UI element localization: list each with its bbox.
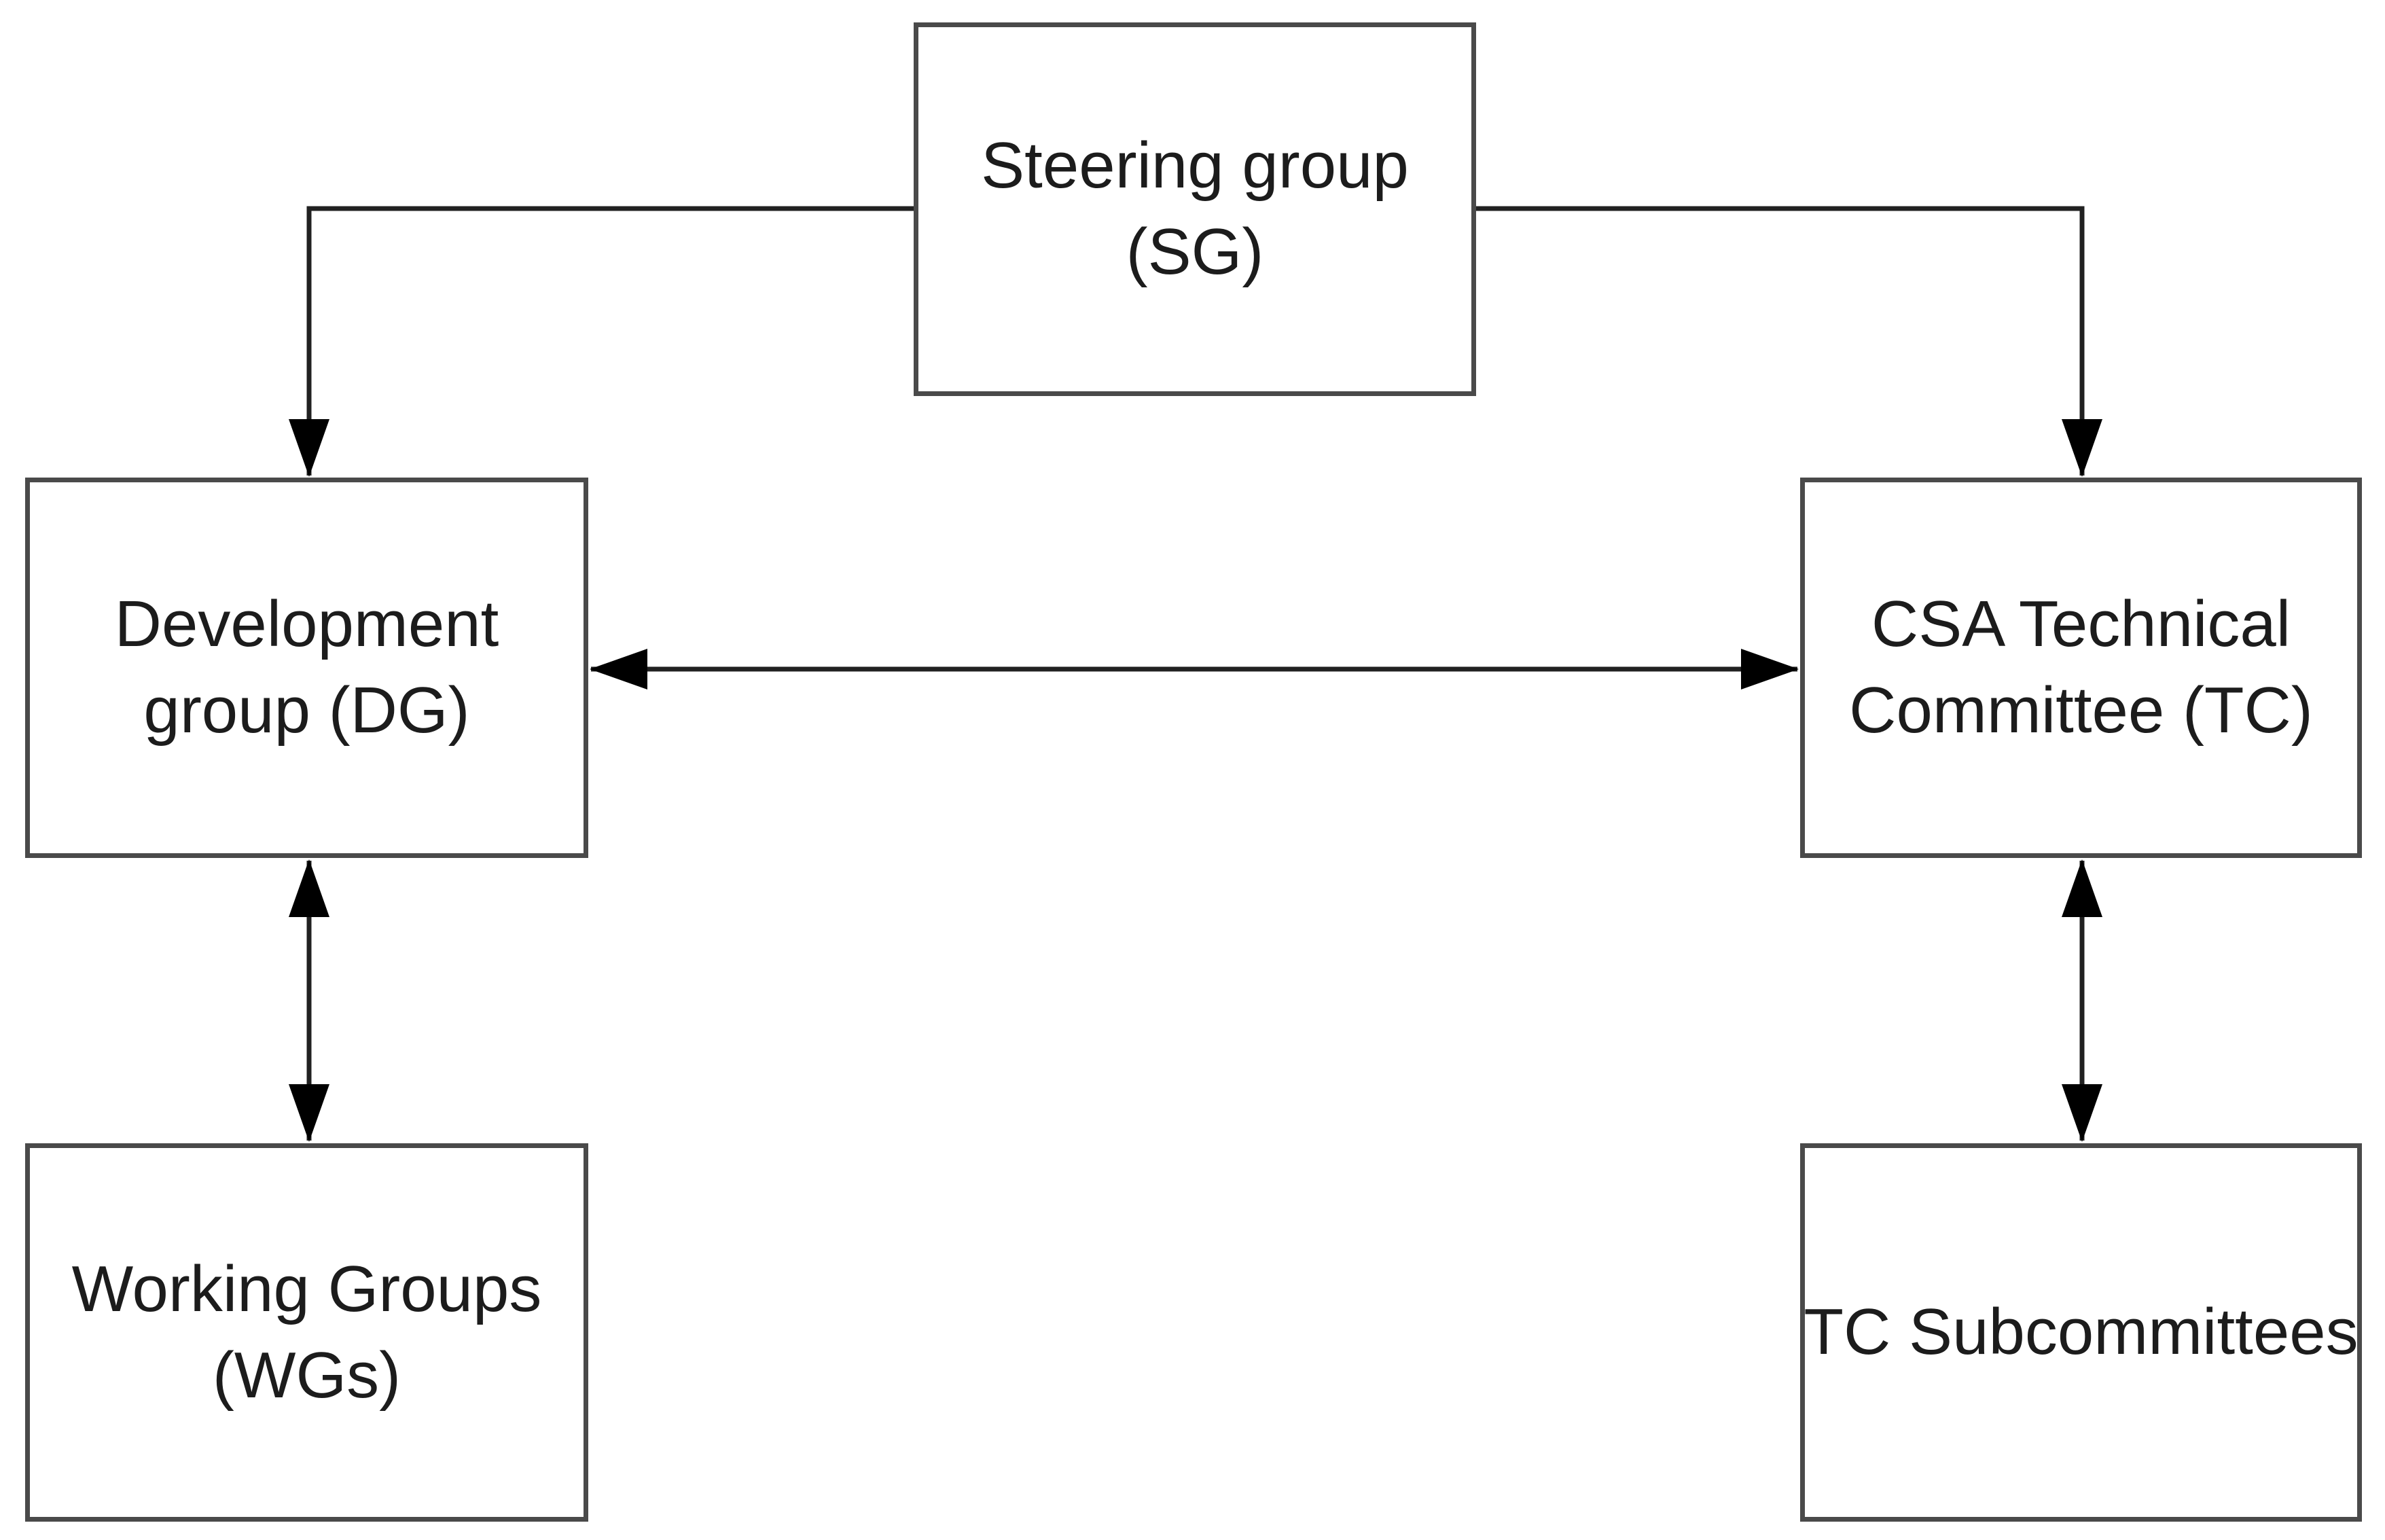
node-steering-group: Steering group (SG) — [914, 22, 1476, 396]
node-development-group-label-line2: group (DG) — [143, 674, 470, 747]
edge-sg-to-tc — [1476, 206, 2102, 477]
node-steering-group-label-line2: (SG) — [1126, 215, 1264, 288]
node-csa-technical-committee-label-line1: CSA Technical — [1871, 588, 2291, 661]
node-development-group: Development group (DG) — [25, 478, 588, 858]
node-working-groups-label-line2: (WGs) — [212, 1338, 401, 1412]
node-csa-technical-committee-label-line2: Committee (TC) — [1849, 674, 2313, 747]
node-tc-subcommittees: TC Subcommittees — [1800, 1143, 2362, 1522]
node-development-group-label-line1: Development — [114, 588, 499, 661]
node-csa-technical-committee: CSA Technical Committee (TC) — [1800, 478, 2362, 858]
node-tc-subcommittees-label: TC Subcommittees — [1804, 1295, 2359, 1369]
node-working-groups: Working Groups (WGs) — [25, 1143, 588, 1522]
edge-sg-to-dg — [289, 206, 914, 477]
node-steering-group-label-line1: Steering group — [981, 129, 1409, 202]
node-working-groups-label-line1: Working Groups — [71, 1252, 542, 1325]
